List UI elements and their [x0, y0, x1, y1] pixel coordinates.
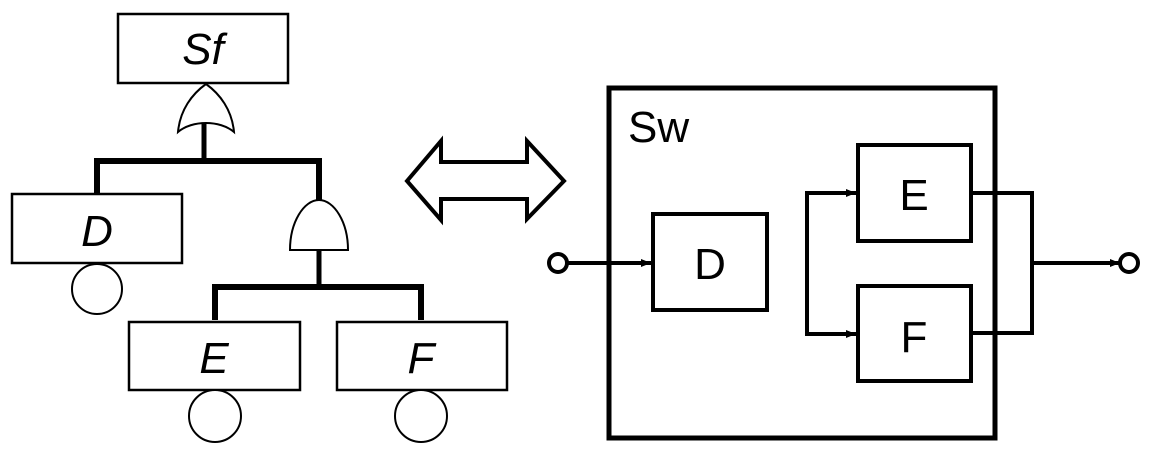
and-gate-icon [288, 198, 350, 251]
block-d-label: D [694, 240, 726, 289]
basic-event-e: E [127, 320, 302, 443]
event-f-label: F [408, 334, 437, 383]
output-node-icon [1118, 252, 1140, 274]
event-d-label: D [81, 207, 113, 256]
block-e-label: E [899, 171, 928, 220]
basic-event-circle-icon [188, 389, 242, 443]
basic-event-circle-icon [394, 389, 448, 443]
basic-event-circle-icon [71, 263, 123, 315]
block-f: F [856, 284, 973, 383]
fault-tree: Sf D E F [10, 12, 509, 443]
basic-event-f: F [335, 320, 509, 443]
top-event-label: Sf [182, 25, 228, 74]
block-diagram: Sw D E F [547, 85, 1140, 441]
block-diagram-title: Sw [628, 103, 689, 152]
connector-top [94, 158, 322, 201]
double-arrow-icon [404, 135, 567, 226]
block-d: D [651, 212, 769, 312]
block-e: E [856, 143, 973, 243]
basic-event-d: D [10, 192, 184, 315]
top-event-sf: Sf [116, 12, 290, 85]
connector-and [212, 284, 424, 320]
block-f-label: F [901, 313, 928, 362]
or-gate-icon [176, 82, 236, 135]
event-e-label: E [199, 334, 229, 383]
input-node-icon [547, 252, 569, 274]
